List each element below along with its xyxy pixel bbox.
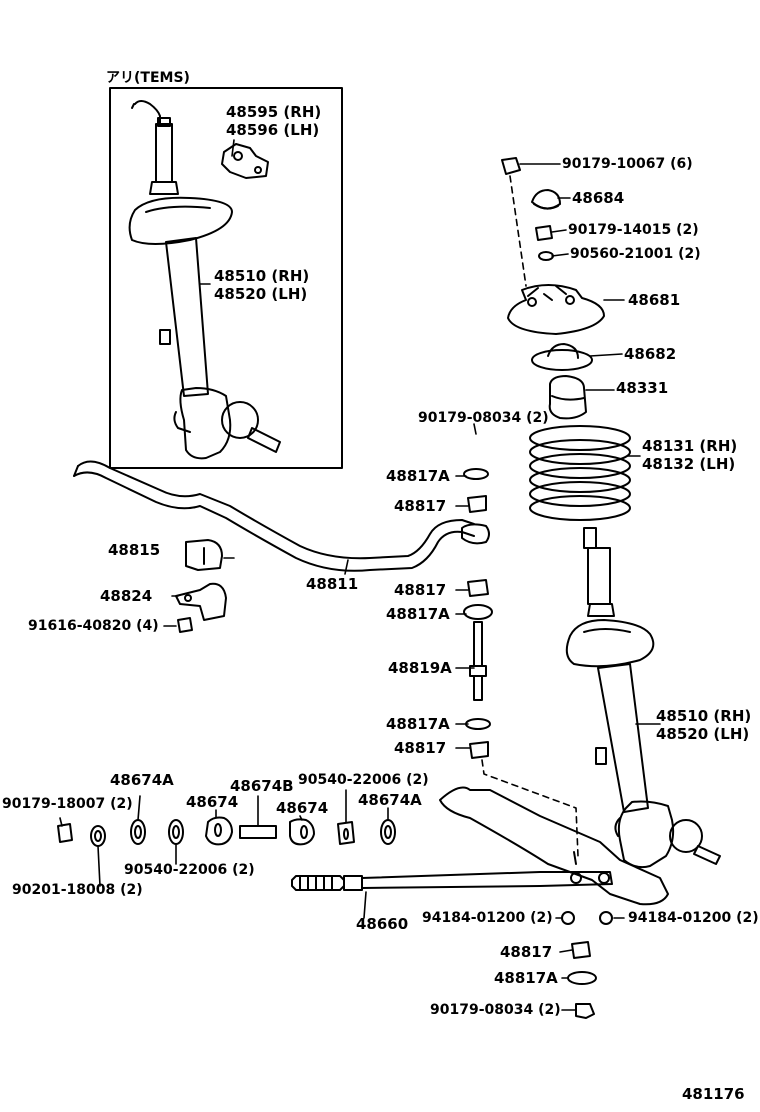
label-90201-18008: 90201-18008 (2) xyxy=(12,882,143,898)
label-94184-01200-left: 94184-01200 (2) xyxy=(422,910,553,926)
label-90179-14015: 90179-14015 (2) xyxy=(568,222,699,238)
label-48819A: 48819A xyxy=(388,659,452,677)
label-90540-22006-top: 90540-22006 (2) xyxy=(298,772,429,788)
label-48660: 48660 xyxy=(356,915,409,933)
bumper-48331 xyxy=(548,375,587,420)
label-90179-10067: 90179-10067 (6) xyxy=(562,156,693,172)
label-90179-08034-top: 90179-08034 (2) xyxy=(418,410,549,426)
figure-number: 481176 xyxy=(682,1085,745,1103)
label-48520-inset: 48520 (LH) xyxy=(214,285,308,303)
bottom-stack xyxy=(561,911,613,1019)
label-48817A-2: 48817A xyxy=(386,605,450,623)
label-90179-18007: 90179-18007 (2) xyxy=(2,796,133,812)
strut-rod-48660 xyxy=(291,871,613,891)
label-48674-left: 48674 xyxy=(186,793,239,811)
label-48132: 48132 (LH) xyxy=(642,455,736,473)
bracket-48595 xyxy=(221,143,269,179)
strut-48510 xyxy=(565,527,721,869)
washer-90560-21001 xyxy=(538,251,554,261)
label-91616-40820: 91616-40820 (4) xyxy=(28,618,159,634)
label-48817A-1: 48817A xyxy=(386,467,450,485)
label-48815: 48815 xyxy=(108,541,161,559)
label-94184-01200-right: 94184-01200 (2) xyxy=(628,910,759,926)
label-90560-21001: 90560-21001 (2) xyxy=(570,246,701,262)
label-48817-1: 48817 xyxy=(394,497,447,515)
inset-box xyxy=(109,87,343,469)
label-48824: 48824 xyxy=(100,587,153,605)
stabilizer-bar-48811 xyxy=(73,460,475,572)
label-48520: 48520 (LH) xyxy=(656,725,750,743)
seat-48682 xyxy=(531,343,593,371)
label-48811: 48811 xyxy=(306,575,359,593)
bushing-row xyxy=(57,816,396,847)
label-48817A-3: 48817A xyxy=(386,715,450,733)
label-48681: 48681 xyxy=(628,291,681,309)
label-48817A-4: 48817A xyxy=(494,969,558,987)
label-48674A-left: 48674A xyxy=(110,771,174,789)
label-48817-3: 48817 xyxy=(394,739,447,757)
label-48510-inset: 48510 (RH) xyxy=(214,267,310,285)
bushing-48815 xyxy=(185,539,223,571)
label-48682: 48682 xyxy=(624,345,677,363)
label-48684: 48684 xyxy=(572,189,625,207)
label-90179-08034-bottom: 90179-08034 (2) xyxy=(430,1002,561,1018)
cap-48684 xyxy=(531,189,561,210)
bracket-48824 xyxy=(175,582,227,621)
label-48674A-right: 48674A xyxy=(358,791,422,809)
label-48595: 48595 (RH) xyxy=(226,103,322,121)
label-48596: 48596 (LH) xyxy=(226,121,320,139)
nut-90179-14015 xyxy=(535,225,553,241)
lower-arm xyxy=(439,786,669,906)
nut-90179-10067 xyxy=(501,157,521,175)
bolt-91616-40820 xyxy=(177,617,193,633)
label-90540-22006-bottom: 90540-22006 (2) xyxy=(124,862,255,878)
label-48510: 48510 (RH) xyxy=(656,707,752,725)
inset-strut-assembly xyxy=(128,100,281,460)
support-48681 xyxy=(507,284,605,335)
label-48674B: 48674B xyxy=(230,777,294,795)
label-48674-right: 48674 xyxy=(276,799,329,817)
coil-spring-48131 xyxy=(529,425,631,521)
inset-title: アリ(TEMS) xyxy=(106,70,190,86)
label-48131: 48131 (RH) xyxy=(642,437,738,455)
label-48331: 48331 xyxy=(616,379,669,397)
label-48817-4: 48817 xyxy=(500,943,553,961)
label-48817-2: 48817 xyxy=(394,581,447,599)
leader-lines xyxy=(59,139,661,1011)
